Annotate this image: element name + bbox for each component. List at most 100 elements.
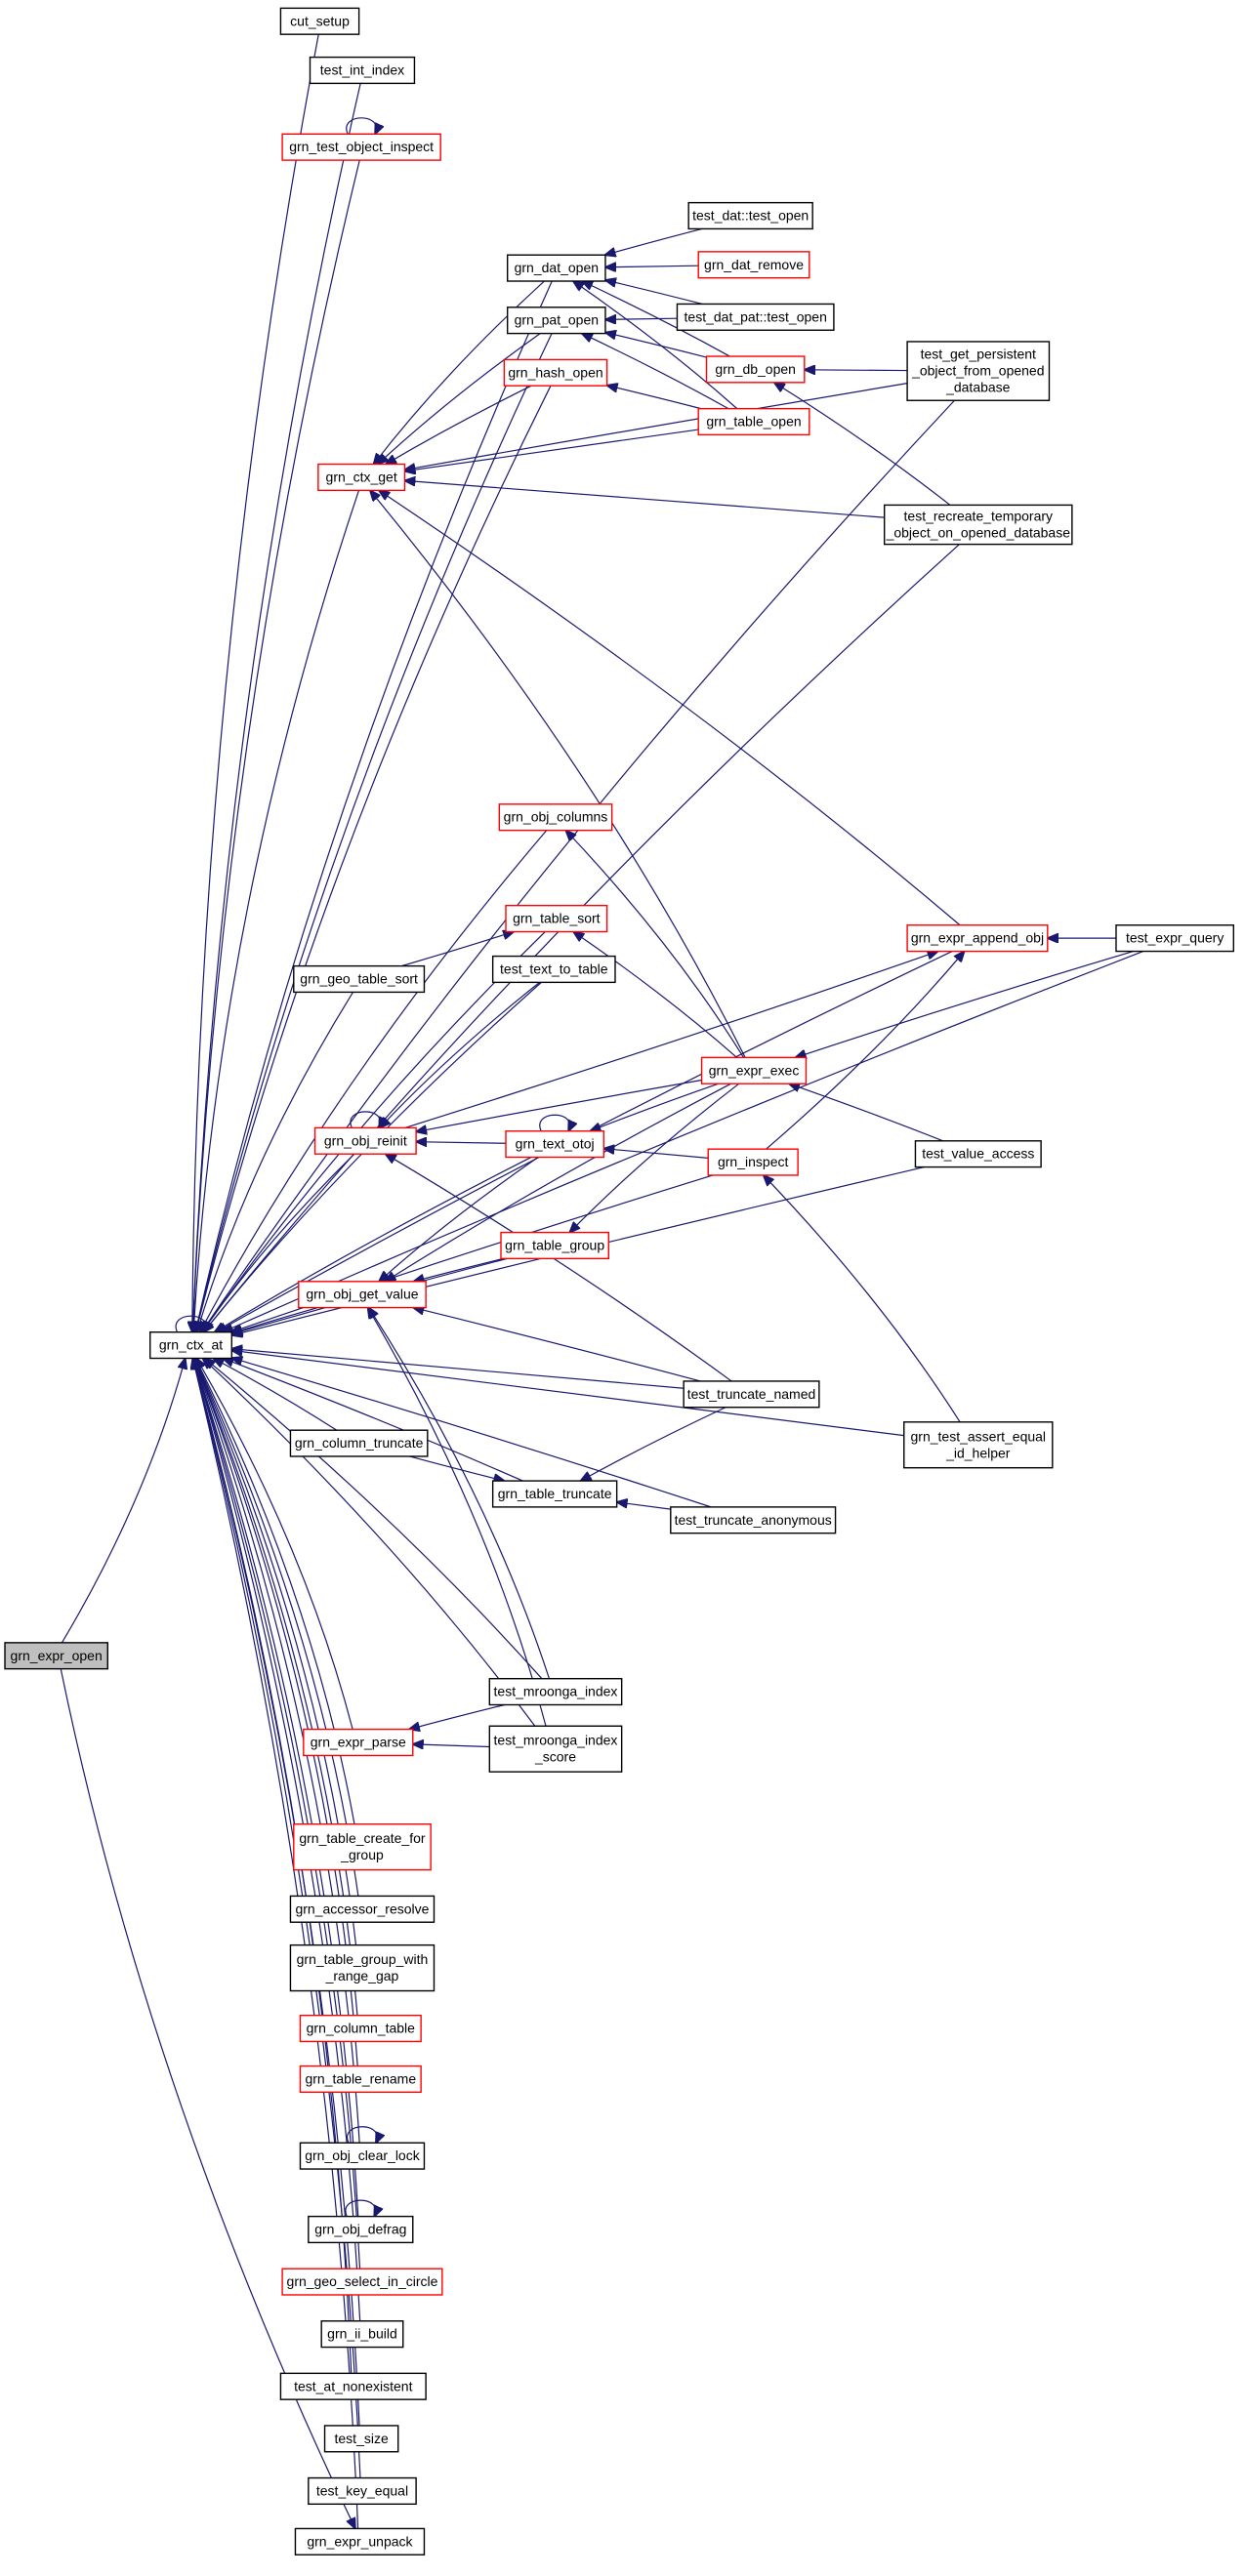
node-grn-geo-table-sort[interactable]: grn_geo_table_sort xyxy=(293,964,426,994)
node-grn-dat-remove[interactable]: grn_dat_remove xyxy=(697,251,810,279)
edge-test-expr-query-to-grn-expr-exec xyxy=(796,950,1134,1058)
node-grn-ctx-at[interactable]: grn_ctx_at xyxy=(149,1331,232,1360)
node-grn-obj-get-value[interactable]: grn_obj_get_value xyxy=(298,1281,427,1309)
node-test-expr-query[interactable]: test_expr_query xyxy=(1115,924,1235,953)
node-label: test_at_nonexistent xyxy=(294,2378,413,2393)
node-grn-table-truncate[interactable]: grn_table_truncate xyxy=(491,1480,618,1508)
edge-test-recreate-temporary-to-grn-ctx-at xyxy=(203,544,960,1332)
node-box xyxy=(700,1056,808,1084)
edge-test-size-to-grn-ctx-at xyxy=(193,1359,360,2426)
node-box xyxy=(697,251,810,279)
node-grn-obj-reinit[interactable]: grn_obj_reinit xyxy=(313,1126,417,1155)
node-grn-dat-open[interactable]: grn_dat_open xyxy=(506,254,606,282)
node-grn-expr-parse[interactable]: grn_expr_parse xyxy=(303,1728,414,1757)
node-grn-obj-defrag[interactable]: grn_obj_defrag xyxy=(308,2215,414,2244)
edge-grn-hash-open-to-grn-ctx-at xyxy=(196,385,552,1332)
edge-grn-obj-reinit-to-grn-ctx-at xyxy=(202,1153,355,1332)
node-label: grn_obj_defrag xyxy=(314,2222,406,2237)
node-cut-setup[interactable]: cut_setup xyxy=(279,7,360,35)
node-grn-expr-append-obj[interactable]: grn_expr_append_obj xyxy=(906,924,1049,953)
node-label: grn_expr_unpack xyxy=(307,2533,413,2549)
node-test-size[interactable]: test_size xyxy=(323,2425,399,2453)
node-grn-expr-unpack[interactable]: grn_expr_unpack xyxy=(294,2527,426,2556)
node-box xyxy=(491,955,616,984)
edge-grn-table-open-to-grn-dat-open xyxy=(573,281,738,410)
node-test-dat-test-open[interactable]: test_dat::test_open xyxy=(687,201,813,230)
node-grn-ii-build[interactable]: grn_ii_build xyxy=(320,2320,404,2349)
node-test-recreate-temporary[interactable]: test_recreate_temporary_object_on_opened… xyxy=(884,504,1073,546)
edge-grn-dat-remove-to-grn-dat-open xyxy=(605,266,699,267)
node-grn-text-otoj[interactable]: grn_text_otoj xyxy=(505,1130,604,1159)
node-grn-pat-open[interactable]: grn_pat_open xyxy=(506,307,606,335)
node-grn-table-create-for[interactable]: grn_table_create_for_group xyxy=(293,1823,432,1871)
node-label: grn_table_group_with xyxy=(297,1951,429,1967)
node-grn-obj-clear-lock[interactable]: grn_obj_clear_lock xyxy=(299,2142,426,2170)
node-label: grn_geo_select_in_circle xyxy=(287,2273,438,2289)
node-label: grn_inspect xyxy=(718,1154,788,1169)
edge-grn-obj-columns-to-grn-ctx-at xyxy=(200,830,548,1332)
node-grn-hash-open[interactable]: grn_hash_open xyxy=(503,358,608,387)
edge-grn-text-otoj-to-grn-ctx-at xyxy=(215,1157,532,1332)
node-box xyxy=(149,1331,232,1360)
node-box xyxy=(313,1126,417,1155)
node-grn-test-assert-equal[interactable]: grn_test_assert_equal_id_helper xyxy=(903,1421,1054,1469)
node-grn-table-rename[interactable]: grn_table_rename xyxy=(299,2065,422,2094)
node-test-get-persistent[interactable]: test_get_persistent_object_from_opened_d… xyxy=(906,341,1051,401)
edge-test-value-access-to-grn-expr-exec xyxy=(789,1084,943,1142)
node-box xyxy=(293,1823,432,1871)
edge-grn-geo-table-sort-to-grn-table-sort xyxy=(401,931,514,967)
node-box xyxy=(903,1421,1054,1469)
edge-grn-text-otoj-to-grn-obj-get-value xyxy=(379,1157,539,1282)
edge-grn-expr-exec-to-grn-obj-columns xyxy=(565,831,745,1058)
node-test-mroonga-index[interactable]: test_mroonga_index xyxy=(488,1678,623,1706)
node-box xyxy=(298,1281,427,1309)
node-grn-expr-exec[interactable]: grn_expr_exec xyxy=(700,1056,808,1084)
edge-grn-pat-open-to-grn-ctx-at xyxy=(195,333,553,1332)
node-test-truncate-named[interactable]: test_truncate_named xyxy=(683,1380,820,1409)
node-grn-table-sort[interactable]: grn_table_sort xyxy=(505,904,608,933)
node-test-text-to-table[interactable]: test_text_to_table xyxy=(491,955,616,984)
node-grn-db-open[interactable]: grn_db_open xyxy=(705,355,806,384)
node-test-key-equal[interactable]: test_key_equal xyxy=(308,2476,417,2506)
node-test-at-nonexistent[interactable]: test_at_nonexistent xyxy=(279,2372,427,2400)
node-label: grn_expr_append_obj xyxy=(911,930,1044,946)
node-label: grn_hash_open xyxy=(508,364,602,380)
node-grn-column-truncate[interactable]: grn_column_truncate xyxy=(289,1429,429,1457)
edge-grn-expr-open-to-grn-expr-unpack xyxy=(60,1668,355,2529)
node-grn-table-group[interactable]: grn_table_group xyxy=(500,1231,609,1260)
node-label: test_expr_query xyxy=(1126,930,1224,946)
node-box xyxy=(505,904,608,933)
node-grn-ctx-get[interactable]: grn_ctx_get xyxy=(317,463,406,492)
edge-test-int-index-to-grn-ctx-at xyxy=(192,83,361,1331)
node-test-int-index[interactable]: test_int_index xyxy=(309,56,416,85)
node-test-value-access[interactable]: test_value_access xyxy=(914,1140,1042,1168)
edge-grn-expr-exec-to-grn-text-otoj xyxy=(590,1083,719,1131)
node-label: test_int_index xyxy=(320,62,404,78)
node-box xyxy=(906,924,1049,953)
node-test-truncate-anonymous[interactable]: test_truncate_anonymous xyxy=(670,1506,837,1534)
node-label: grn_table_open xyxy=(706,414,801,429)
node-box xyxy=(317,463,406,492)
node-grn-geo-select-in-circle[interactable]: grn_geo_select_in_circle xyxy=(281,2268,443,2296)
node-grn-table-open[interactable]: grn_table_open xyxy=(697,407,810,436)
node-box xyxy=(884,504,1073,546)
node-label: grn_obj_get_value xyxy=(306,1287,418,1302)
node-grn-expr-open[interactable]: grn_expr_open xyxy=(4,1642,108,1670)
edge-grn-table-open-to-grn-hash-open xyxy=(607,386,702,410)
node-grn-column-table[interactable]: grn_column_table xyxy=(299,2014,422,2043)
node-grn-accessor-resolve[interactable]: grn_accessor_resolve xyxy=(289,1895,436,1923)
node-label: grn_column_truncate xyxy=(295,1435,424,1451)
node-grn-test-object-inspect[interactable]: grn_test_object_inspect xyxy=(281,133,441,161)
node-box xyxy=(299,2142,426,2170)
node-grn-table-group-with[interactable]: grn_table_group_with_range_gap xyxy=(289,1943,436,1992)
node-grn-inspect[interactable]: grn_inspect xyxy=(707,1148,799,1176)
node-test-dat-pat-test-open[interactable]: test_dat_pat::test_open xyxy=(676,303,835,331)
node-test-mroonga-index-score[interactable]: test_mroonga_index_score xyxy=(488,1725,623,1773)
edge-grn-test-assert-equal-to-grn-inspect xyxy=(764,1175,961,1423)
node-label: _id_helper xyxy=(945,1445,1011,1460)
node-grn-obj-columns[interactable]: grn_obj_columns xyxy=(498,803,613,832)
edge-test-truncate-named-to-grn-ctx-at xyxy=(231,1349,685,1389)
node-box xyxy=(320,2320,404,2349)
edge-test-dat-test-open-to-grn-dat-open xyxy=(605,227,703,255)
